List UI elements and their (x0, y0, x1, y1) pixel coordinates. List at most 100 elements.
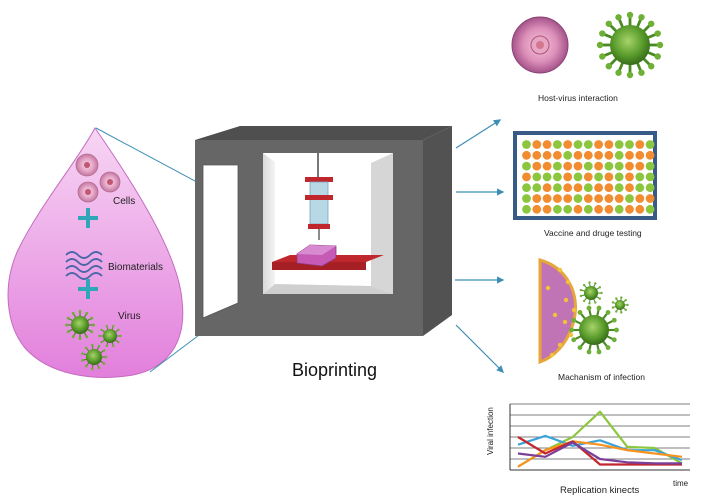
cell-icon (99, 171, 121, 193)
well (614, 161, 624, 171)
printer-side-window (202, 164, 239, 319)
well (532, 161, 542, 171)
attached-virions (545, 267, 577, 358)
virion-dot (562, 319, 568, 325)
well (645, 140, 655, 149)
host-cell-icon (511, 16, 569, 74)
well (604, 183, 614, 193)
well (553, 150, 562, 160)
virion-dot (563, 297, 569, 303)
printer-side-face (423, 126, 452, 336)
wells-grid (522, 140, 655, 214)
plus-icon (78, 208, 98, 228)
well (553, 161, 562, 171)
well (614, 204, 624, 214)
well (563, 161, 573, 171)
well (563, 172, 573, 182)
virus-icon (579, 281, 603, 305)
well (594, 194, 603, 203)
well (522, 194, 531, 203)
well (635, 172, 645, 182)
biomaterials-icon (65, 251, 103, 280)
well (583, 194, 593, 203)
well (635, 140, 645, 149)
well (583, 161, 593, 171)
arrow-shaft (455, 119, 501, 149)
virus-icon (596, 11, 664, 79)
well (573, 172, 583, 182)
chart-series-line (517, 434, 683, 462)
well (604, 150, 614, 160)
mechanism-label: Machanism of infection (558, 372, 645, 382)
well (635, 194, 645, 203)
well (645, 161, 655, 171)
well (645, 150, 655, 160)
well (532, 150, 542, 160)
arrow-head (493, 119, 502, 127)
well (625, 194, 634, 203)
well (583, 150, 593, 160)
well (614, 172, 624, 182)
infecting-virus-group (569, 281, 629, 355)
well (563, 140, 573, 149)
well (635, 150, 645, 160)
arrow-head (496, 276, 505, 284)
well (563, 194, 573, 203)
well (542, 204, 552, 214)
arrow-head (496, 188, 505, 196)
virion-dot (557, 342, 563, 348)
well (604, 204, 614, 214)
chart-series-line (517, 441, 682, 465)
virus-icon (596, 11, 664, 79)
well (583, 183, 593, 193)
well (614, 150, 624, 160)
well (542, 140, 552, 149)
well (532, 172, 542, 182)
virion-dot (565, 279, 571, 285)
virus-label: Virus (118, 311, 141, 322)
well (573, 183, 583, 193)
well (645, 194, 655, 203)
replication-kinetics-chart (509, 403, 690, 471)
printer-floor (263, 284, 393, 294)
well (532, 204, 542, 214)
well (522, 204, 531, 214)
well (542, 150, 552, 160)
well (614, 140, 624, 149)
well (522, 150, 531, 160)
well (645, 204, 655, 214)
vaccine-label: Vaccine and druge testing (544, 228, 642, 238)
cells-group (75, 153, 121, 203)
well (522, 161, 531, 171)
well (635, 204, 645, 214)
syringe-barrel (309, 181, 329, 225)
well (604, 172, 614, 182)
well (625, 204, 634, 214)
well (522, 183, 531, 193)
well (553, 140, 562, 149)
well (594, 183, 603, 193)
well (542, 172, 552, 182)
plus-icon (78, 279, 98, 299)
infection-mechanism-illustration (538, 258, 629, 365)
host-virus-illustration (511, 11, 664, 79)
infected-cell-membrane (538, 258, 577, 365)
virus-icon (611, 296, 629, 314)
well (645, 172, 655, 182)
well (583, 204, 593, 214)
well (532, 194, 542, 203)
virus-icon (65, 310, 95, 340)
printer-top-face (195, 126, 452, 140)
well (594, 161, 603, 171)
chart-y-axis-label: Viral infection (486, 407, 495, 455)
well (604, 161, 614, 171)
chart-x-end-label: time (673, 479, 689, 488)
well (542, 161, 552, 171)
output-arrows (455, 119, 505, 373)
well (542, 183, 552, 193)
virion-dot (568, 332, 574, 338)
well (553, 172, 562, 182)
well (573, 150, 583, 160)
well (583, 140, 593, 149)
